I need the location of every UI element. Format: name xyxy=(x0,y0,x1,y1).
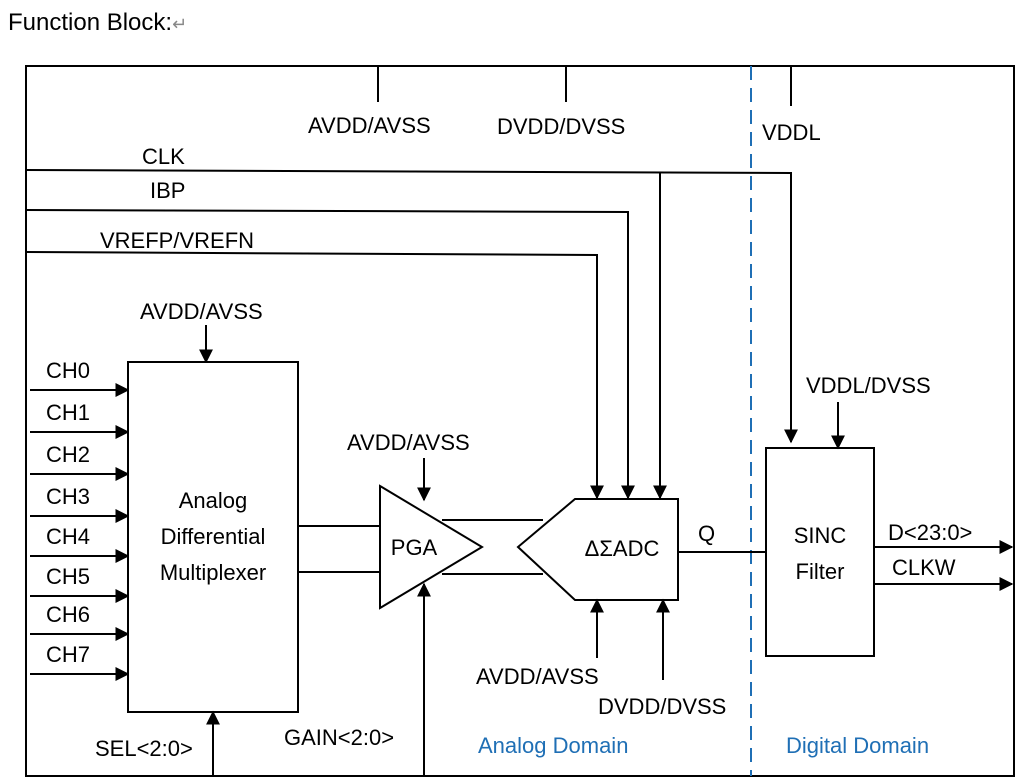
ch7-label: CH7 xyxy=(46,642,90,667)
ch5-label: CH5 xyxy=(46,564,90,589)
mux-supply-label: AVDD/AVSS xyxy=(140,299,263,324)
adc-block xyxy=(516,498,679,601)
digital-domain-label: Digital Domain xyxy=(786,733,929,758)
mux-label-line2: Differential xyxy=(161,524,266,549)
ch0-label: CH0 xyxy=(46,358,90,383)
adc-label: ΔΣADC xyxy=(585,536,660,561)
sinc-label-line1: SINC xyxy=(794,523,847,548)
outer-frame xyxy=(25,65,1015,777)
ch6-label: CH6 xyxy=(46,602,90,627)
top-dvdd-label: DVDD/DVSS xyxy=(497,114,625,139)
ch3-label: CH3 xyxy=(46,484,90,509)
pga-supply-label: AVDD/AVSS xyxy=(347,430,470,455)
adc-avdd-label: AVDD/AVSS xyxy=(476,664,599,689)
page-title: Function Block:↵ xyxy=(8,9,187,36)
ibp-line xyxy=(25,209,635,500)
mux-block xyxy=(127,361,299,713)
ibp-label: IBP xyxy=(150,178,185,203)
vref-label: VREFP/VREFN xyxy=(100,228,254,253)
channel-inputs: CH0 CH1 CH2 CH3 CH4 CH5 CH6 CH7 xyxy=(30,358,130,681)
adc-dvdd-label: DVDD/DVSS xyxy=(598,694,726,719)
pga-block xyxy=(379,484,484,610)
sinc-block xyxy=(765,447,875,657)
ch4-label: CH4 xyxy=(46,524,90,549)
gain-label: GAIN<2:0> xyxy=(284,725,394,750)
clk-label: CLK xyxy=(142,144,185,169)
clkw-output-label: CLKW xyxy=(892,555,956,580)
mux-label-line3: Multiplexer xyxy=(160,560,266,585)
sinc-supply-label: VDDL/DVSS xyxy=(806,373,931,398)
sel-label: SEL<2:0> xyxy=(95,736,193,761)
ch2-label: CH2 xyxy=(46,442,90,467)
vref-line xyxy=(25,251,604,500)
clk-line xyxy=(25,169,798,444)
sinc-label-line2: Filter xyxy=(796,559,845,584)
q-label: Q xyxy=(698,521,715,546)
return-mark: ↵ xyxy=(172,14,187,34)
pga-label: PGA xyxy=(391,535,438,560)
top-avdd-label: AVDD/AVSS xyxy=(308,113,431,138)
mux-label-line1: Analog xyxy=(179,488,248,513)
ch1-label: CH1 xyxy=(46,400,90,425)
analog-domain-label: Analog Domain xyxy=(478,733,628,758)
d-output-label: D<23:0> xyxy=(888,520,972,545)
top-vddl-label: VDDL xyxy=(762,120,821,145)
